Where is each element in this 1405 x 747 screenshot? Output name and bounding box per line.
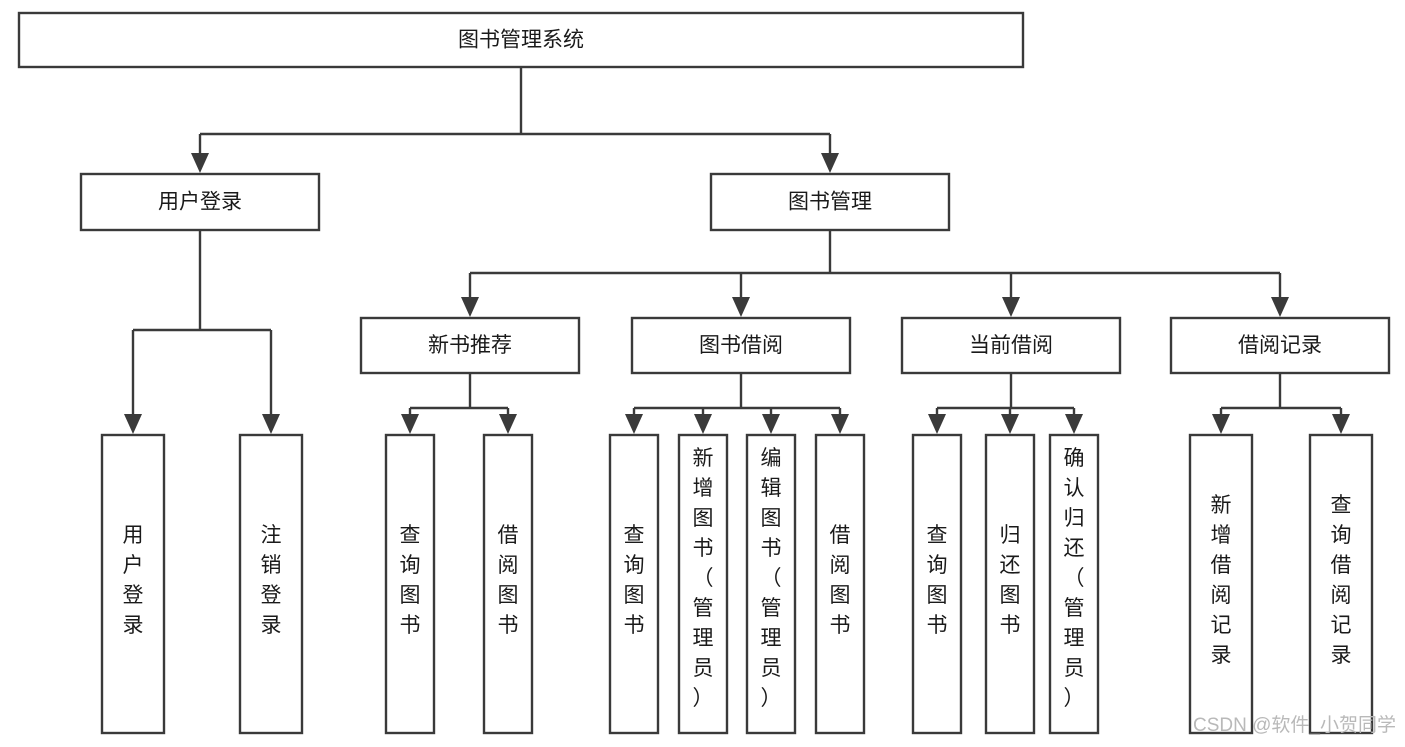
node-label: 借阅记录 <box>1238 334 1322 357</box>
arrow-head-icon <box>1065 414 1083 434</box>
arrow-head-icon <box>262 414 280 434</box>
node-leaf-confirm-return-admin[interactable]: 确认归还（管理员） <box>1048 433 1100 735</box>
arrow-head-icon <box>1332 414 1350 434</box>
arrow-head-icon <box>928 414 946 434</box>
arrow-head-icon <box>1271 297 1289 317</box>
node-layer: 图书管理系统用户登录图书管理新书推荐图书借阅当前借阅借阅记录用户登录注销登录查询… <box>17 11 1391 735</box>
node-leaf-logout-login[interactable]: 注销登录 <box>238 433 304 735</box>
node-box[interactable] <box>359 316 581 375</box>
arrow-head-icon <box>732 297 750 317</box>
node-leaf-query-book-recommend[interactable]: 查询图书 <box>384 433 436 735</box>
node-user-login[interactable]: 用户登录 <box>79 172 321 232</box>
node-box[interactable] <box>1188 433 1254 735</box>
arrow-head-icon <box>625 414 643 434</box>
node-label: 图书管理系统 <box>458 29 584 52</box>
node-label: 借阅图书 <box>830 524 851 637</box>
node-leaf-query-book-current[interactable]: 查询图书 <box>911 433 963 735</box>
node-label: 借阅图书 <box>498 524 519 637</box>
node-box[interactable] <box>911 433 963 735</box>
node-box[interactable] <box>984 433 1036 735</box>
node-label: 编辑图书（管理员） <box>761 447 782 710</box>
node-leaf-return-book[interactable]: 归还图书 <box>984 433 1036 735</box>
node-label: 图书借阅 <box>699 334 783 357</box>
csdn-watermark: CSDN @软件_小贺同学 <box>1193 714 1396 736</box>
node-label: 确认归还（管理员） <box>1064 447 1085 710</box>
arrow-head-icon <box>401 414 419 434</box>
node-book-borrow[interactable]: 图书借阅 <box>630 316 852 375</box>
node-leaf-add-book-admin[interactable]: 新增图书（管理员） <box>677 433 729 735</box>
arrow-head-icon <box>762 414 780 434</box>
arrow-head-icon <box>831 414 849 434</box>
node-leaf-edit-book-admin[interactable]: 编辑图书（管理员） <box>745 433 797 735</box>
node-box[interactable] <box>384 433 436 735</box>
arrow-head-icon <box>124 414 142 434</box>
node-leaf-query-borrow-record[interactable]: 查询借阅记录 <box>1308 433 1374 735</box>
node-box[interactable] <box>1308 433 1374 735</box>
node-box[interactable] <box>238 433 304 735</box>
node-leaf-user-login[interactable]: 用户登录 <box>100 433 166 735</box>
node-label: 用户登录 <box>158 191 242 214</box>
node-box[interactable] <box>709 172 951 232</box>
node-label: 新增图书（管理员） <box>693 447 714 710</box>
node-box[interactable] <box>1048 433 1100 735</box>
arrow-head-icon <box>694 414 712 434</box>
node-box[interactable] <box>630 316 852 375</box>
node-root-图书管理系统[interactable]: 图书管理系统 <box>17 11 1025 69</box>
node-leaf-add-borrow-record[interactable]: 新增借阅记录 <box>1188 433 1254 735</box>
node-box[interactable] <box>677 433 729 735</box>
node-current-borrow[interactable]: 当前借阅 <box>900 316 1122 375</box>
node-box[interactable] <box>482 433 534 735</box>
node-leaf-borrow-book-borrow[interactable]: 借阅图书 <box>814 433 866 735</box>
node-leaf-query-book-borrow[interactable]: 查询图书 <box>608 433 660 735</box>
node-box[interactable] <box>1169 316 1391 375</box>
node-label: 新增借阅记录 <box>1211 494 1232 667</box>
node-label: 查询借阅记录 <box>1331 494 1352 667</box>
node-box[interactable] <box>100 433 166 735</box>
node-label: 注销登录 <box>261 524 282 637</box>
node-label: 新书推荐 <box>428 334 512 357</box>
node-book-manage[interactable]: 图书管理 <box>709 172 951 232</box>
arrow-head-icon <box>191 153 209 173</box>
node-new-book-recommend[interactable]: 新书推荐 <box>359 316 581 375</box>
node-label: 用户登录 <box>123 524 144 637</box>
node-label: 当前借阅 <box>969 334 1053 357</box>
node-label: 归还图书 <box>1000 524 1021 637</box>
node-label: 查询图书 <box>927 524 948 637</box>
arrow-head-icon <box>499 414 517 434</box>
node-box[interactable] <box>814 433 866 735</box>
node-label: 查询图书 <box>400 524 421 637</box>
connector-layer <box>124 67 1350 434</box>
node-borrow-record[interactable]: 借阅记录 <box>1169 316 1391 375</box>
node-box[interactable] <box>745 433 797 735</box>
node-box[interactable] <box>79 172 321 232</box>
arrow-head-icon <box>461 297 479 317</box>
node-box[interactable] <box>900 316 1122 375</box>
node-box[interactable] <box>17 11 1025 69</box>
arrow-head-icon <box>821 153 839 173</box>
arrow-head-icon <box>1002 297 1020 317</box>
node-leaf-borrow-book-recommend[interactable]: 借阅图书 <box>482 433 534 735</box>
arrow-head-icon <box>1212 414 1230 434</box>
arrow-head-icon <box>1001 414 1019 434</box>
node-label: 图书管理 <box>788 191 872 214</box>
node-box[interactable] <box>608 433 660 735</box>
node-label: 查询图书 <box>624 524 645 637</box>
